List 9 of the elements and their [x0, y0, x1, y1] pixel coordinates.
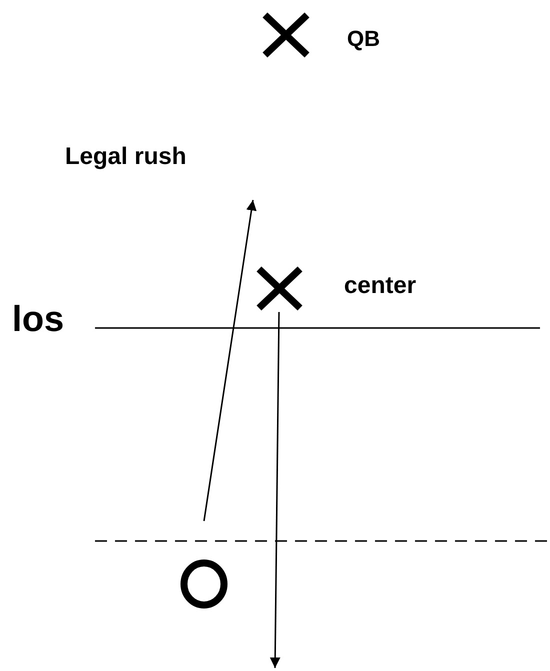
offense-player-mark [255, 265, 304, 312]
defense-player-mark [179, 558, 229, 610]
player-label: center [344, 272, 416, 300]
offense-player-mark [261, 11, 311, 59]
player-label: QB [347, 26, 380, 52]
line-label: los [12, 298, 64, 340]
arrow [203, 200, 257, 522]
arrow [270, 312, 280, 668]
play-label: Legal rush [65, 143, 260, 200]
